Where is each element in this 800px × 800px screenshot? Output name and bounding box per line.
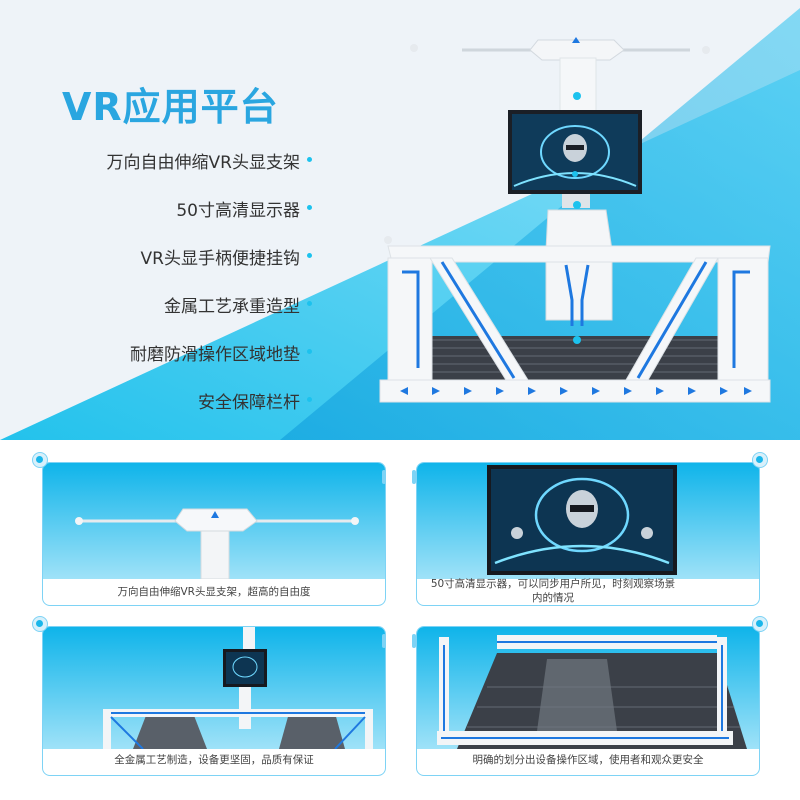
feature-item: VR头显手柄便捷挂钩: [0, 232, 312, 280]
bullet-dot-icon: [307, 205, 312, 210]
panel-caption: 万向自由伸缩VR头显支架，超高的自由度: [117, 586, 311, 598]
corner-dot-icon: [32, 452, 48, 468]
bullet-dot-icon: [307, 301, 312, 306]
corner-dot-icon: [752, 452, 768, 468]
hero-banner: VR应用平台 万向自由伸缩VR头显支架 50寸高清显示器 VR头显手柄便捷挂钩 …: [0, 0, 800, 440]
divider-tick: [382, 470, 386, 484]
divider-tick: [412, 470, 416, 484]
bullet-dot-icon: [307, 253, 312, 258]
panel-caption: 明确的划分出设备操作区域，使用者和观众更安全: [472, 754, 704, 766]
feature-item: 万向自由伸缩VR头显支架: [0, 136, 312, 184]
feature-label: 50寸高清显示器: [176, 200, 300, 221]
bullet-dot-icon: [307, 157, 312, 162]
detail-panel-headset-support: 万向自由伸缩VR头显支架，超高的自由度: [42, 462, 386, 606]
corner-dot-icon: [32, 616, 48, 632]
feature-label: VR头显手柄便捷挂钩: [140, 248, 300, 269]
operation-area-image: [417, 627, 759, 749]
feature-list: 万向自由伸缩VR头显支架 50寸高清显示器 VR头显手柄便捷挂钩 金属工艺承重造…: [0, 136, 312, 424]
detail-panel-operation-area: 明确的划分出设备操作区域，使用者和观众更安全: [416, 626, 760, 776]
feature-label: 万向自由伸缩VR头显支架: [106, 152, 300, 173]
feature-label: 安全保障栏杆: [198, 392, 300, 413]
page-title: VR应用平台: [62, 85, 279, 129]
feature-item: 金属工艺承重造型: [0, 280, 312, 328]
corner-dot-icon: [752, 616, 768, 632]
hd-monitor-image: [417, 463, 759, 579]
detail-panel-monitor: 50寸高清显示器，可以同步用户所见，时刻观察场景内的情况: [416, 462, 760, 606]
feature-item: 安全保障栏杆: [0, 376, 312, 424]
divider-tick: [382, 634, 386, 648]
feature-label: 金属工艺承重造型: [164, 296, 300, 317]
headset-support-image: [43, 463, 385, 579]
feature-item: 50寸高清显示器: [0, 184, 312, 232]
bullet-dot-icon: [307, 349, 312, 354]
vr-platform-illustration: [379, 37, 771, 403]
feature-label: 耐磨防滑操作区域地垫: [130, 344, 300, 365]
divider-tick: [412, 634, 416, 648]
panel-caption: 50寸高清显示器，可以同步用户所见，时刻观察场景内的情况: [430, 578, 676, 604]
panel-caption: 全金属工艺制造，设备更坚固，品质有保证: [114, 754, 314, 766]
detail-panel-metal-frame: 全金属工艺制造，设备更坚固，品质有保证: [42, 626, 386, 776]
metal-frame-image: [43, 627, 385, 749]
bullet-dot-icon: [307, 397, 312, 402]
feature-item: 耐磨防滑操作区域地垫: [0, 328, 312, 376]
